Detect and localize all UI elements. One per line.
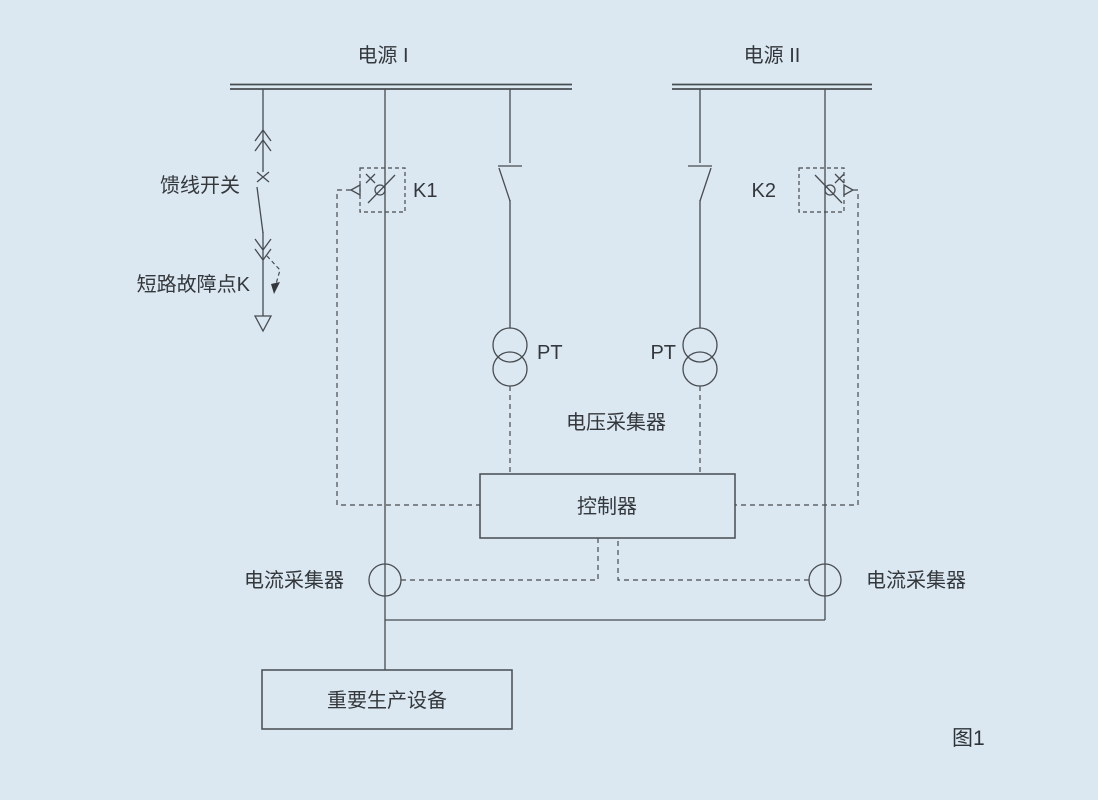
pt-left-branch: [492, 89, 528, 474]
fault-point-label: 短路故障点K: [137, 273, 251, 296]
k2-plug-arrow-icon: [843, 183, 855, 197]
fault-point-arrowhead-icon: [271, 282, 280, 294]
k1-label: K1: [413, 180, 437, 202]
k1-contact-x-icon: [365, 173, 376, 184]
k1-breaker-blade: [367, 174, 396, 204]
critical-equipment-label: 重要生产设备: [327, 689, 447, 712]
k2-breaker-blade: [814, 174, 843, 204]
fault-point-arrow: [266, 255, 281, 285]
disconnector-blade: [498, 167, 511, 202]
feeder-switch-blade: [256, 186, 264, 234]
drawout-chevron-up-icon: [254, 138, 272, 152]
pt-right-winding-icon: [682, 327, 718, 363]
pt-right-winding-icon: [682, 351, 718, 387]
left-busbar: [230, 83, 572, 90]
k2-label: K2: [752, 180, 776, 202]
current-collector-right-icon: [808, 563, 842, 597]
disconnector-blade: [699, 167, 712, 202]
feeder-end-arrow-icon: [253, 315, 273, 333]
feeder-switch-label: 馈线开关: [160, 174, 240, 197]
k2-contact-x-icon: [834, 173, 845, 184]
pt-left-winding-icon: [492, 327, 528, 363]
current-collector-left-icon: [368, 563, 402, 597]
drawout-chevron-up-icon: [254, 128, 272, 142]
k1-plug-arrow-icon: [349, 183, 361, 197]
control-signal-lines: [336, 189, 859, 581]
drawout-chevron-down-icon: [254, 248, 272, 262]
figure-caption: 图1: [952, 727, 985, 750]
power-source-2-label: 电源 II: [744, 44, 801, 67]
pt-left-winding-icon: [492, 351, 528, 387]
k2-branch: [798, 89, 855, 620]
controller-box: [479, 473, 736, 539]
controller-label: 控制器: [577, 495, 637, 518]
k2-breaker-box: [798, 167, 845, 213]
current-collector-left-label: 电流采集器: [244, 569, 344, 592]
equipment-box: [261, 669, 513, 730]
pt-right-branch: [682, 89, 718, 474]
k2-operator-circle-icon: [824, 184, 836, 196]
current-collector-right-label: 电流采集器: [866, 569, 966, 592]
pt-right-label: PT: [650, 342, 676, 364]
right-busbar: [672, 83, 872, 90]
feeder-branch: [253, 89, 281, 333]
switch-contact-x-icon: [256, 171, 270, 183]
k1-branch: [349, 89, 406, 670]
k1-operator-circle-icon: [374, 184, 386, 196]
voltage-collector-label: 电压采集器: [566, 411, 666, 434]
pt-left-label: PT: [537, 342, 563, 364]
power-source-1-label: 电源 I: [357, 44, 408, 67]
drawout-chevron-down-icon: [254, 238, 272, 252]
